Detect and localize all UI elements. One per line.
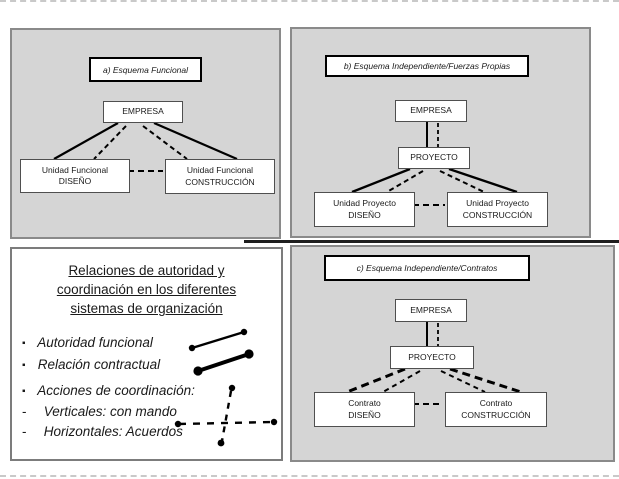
empresa-box: EMPRESA: [103, 101, 183, 123]
node-line2: DISEÑO: [58, 176, 92, 186]
node-line2: CONSTRUCCIÓN: [185, 176, 255, 187]
proyecto-label: PROYECTO: [410, 152, 458, 163]
panel-esquema-independiente-fuerzas-propias: b) Esquema Independiente/Fuerzas Propias…: [290, 27, 591, 238]
empresa-label: EMPRESA: [122, 106, 164, 117]
vertical-coordination-line: [93, 125, 127, 160]
panel-a-connectors: [53, 121, 238, 172]
legend-item-label: Verticales: con mando: [43, 404, 177, 419]
vertical-coordination-line: [440, 370, 486, 393]
contract-line-icon: [193, 349, 254, 376]
empresa-box: EMPRESA: [395, 299, 467, 322]
contrato-construccion-box: Contrato CONSTRUCCIÓN: [445, 392, 547, 427]
panel-b-title: b) Esquema Independiente/Fuerzas Propias: [343, 61, 511, 71]
proyecto-box: PROYECTO: [390, 346, 474, 369]
contract-line: [346, 367, 406, 394]
node-line2: DISEÑO: [348, 409, 381, 420]
panel-a-title-box: a) Esquema Funcional: [89, 57, 202, 82]
square-bullet-icon: ▪: [22, 338, 26, 349]
legend-item-acciones-coordinacion: ▪ Acciones de coordinación:: [22, 383, 195, 398]
authority-line: [448, 167, 518, 194]
dash-bullet: -: [22, 404, 27, 419]
legend-item-label: Horizontales: Acuerdos: [43, 424, 183, 439]
legend-item-relacion-contractual: ▪ Relación contractual: [22, 357, 160, 372]
coordination-cross-icon: [174, 384, 278, 447]
node-line1: Unidad Proyecto: [466, 198, 529, 209]
legend-title-line1: Relaciones de autoridad y: [68, 263, 225, 278]
unidad-proyecto-construccion-box: Unidad Proyecto CONSTRUCCIÓN: [447, 192, 548, 227]
authority-line: [53, 122, 119, 160]
unidad-funcional-diseno-box: Unidad Funcional DISEÑO: [20, 159, 130, 193]
node-line2: CONSTRUCCIÓN: [462, 209, 533, 220]
authority-line-icon: [188, 328, 248, 352]
vertical-coordination-line: [382, 370, 421, 393]
legend-item-label: Autoridad funcional: [37, 335, 153, 350]
vertical-coordination-line: [386, 170, 424, 193]
panel-c-title-box: c) Esquema Independiente/Contratos: [324, 255, 530, 281]
legend-item-autoridad-funcional: ▪ Autoridad funcional: [22, 335, 153, 350]
unidad-funcional-construccion-box: Unidad Funcional CONSTRUCCIÓN: [165, 159, 275, 194]
panel-b-connectors: [351, 122, 518, 206]
panel-esquema-funcional: a) Esquema Funcional EMPRESA Unidad Func…: [10, 28, 281, 239]
empresa-box: EMPRESA: [395, 100, 467, 122]
legend-item-horizontales: - Horizontales: Acuerdos: [22, 424, 183, 439]
panel-a-title: a) Esquema Funcional: [102, 64, 189, 75]
section-divider-line: [244, 240, 619, 243]
proyecto-label: PROYECTO: [408, 351, 456, 362]
vertical-coordination-line: [142, 125, 188, 160]
legend-item-label: Relación contractual: [37, 357, 161, 372]
unidad-proyecto-diseno-box: Unidad Proyecto DISEÑO: [314, 192, 415, 227]
top-dashed-rule: [0, 0, 619, 2]
legend-title: Relaciones de autoridad y coordinación e…: [12, 261, 281, 318]
panel-b-title-box: b) Esquema Independiente/Fuerzas Propias: [325, 55, 529, 77]
square-bullet-icon: ▪: [22, 386, 26, 397]
legend-item-label: Acciones de coordinación:: [37, 383, 195, 398]
legend-title-line2: coordinación en los diferentes: [56, 282, 237, 297]
node-line2: DISEÑO: [348, 209, 381, 220]
bottom-dashed-rule: [0, 475, 619, 477]
node-line1: Unidad Funcional: [41, 164, 109, 175]
panel-esquema-independiente-contratos: c) Esquema Independiente/Contratos EMPRE…: [290, 245, 615, 462]
empresa-label: EMPRESA: [410, 105, 452, 116]
empresa-label: EMPRESA: [410, 304, 452, 315]
node-line1: Contrato: [479, 398, 513, 409]
node-line1: Unidad Funcional: [186, 165, 254, 176]
square-bullet-icon: ▪: [22, 360, 26, 371]
proyecto-box: PROYECTO: [398, 147, 470, 169]
node-line2: CONSTRUCCIÓN: [461, 409, 531, 420]
legend-title-line3: sistemas de organización: [70, 301, 223, 316]
legend-item-verticales: - Verticales: con mando: [22, 404, 177, 419]
legend-panel: Relaciones de autoridad y coordinación e…: [10, 247, 283, 461]
authority-line: [351, 167, 411, 194]
authority-line: [153, 121, 238, 161]
contrato-diseno-box: Contrato DISEÑO: [314, 392, 415, 427]
panel-c-connectors: [346, 322, 522, 405]
node-line1: Unidad Proyecto: [333, 198, 396, 209]
panel-c-title: c) Esquema Independiente/Contratos: [356, 263, 498, 273]
dash-bullet: -: [22, 424, 27, 439]
node-line1: Contrato: [348, 398, 381, 409]
